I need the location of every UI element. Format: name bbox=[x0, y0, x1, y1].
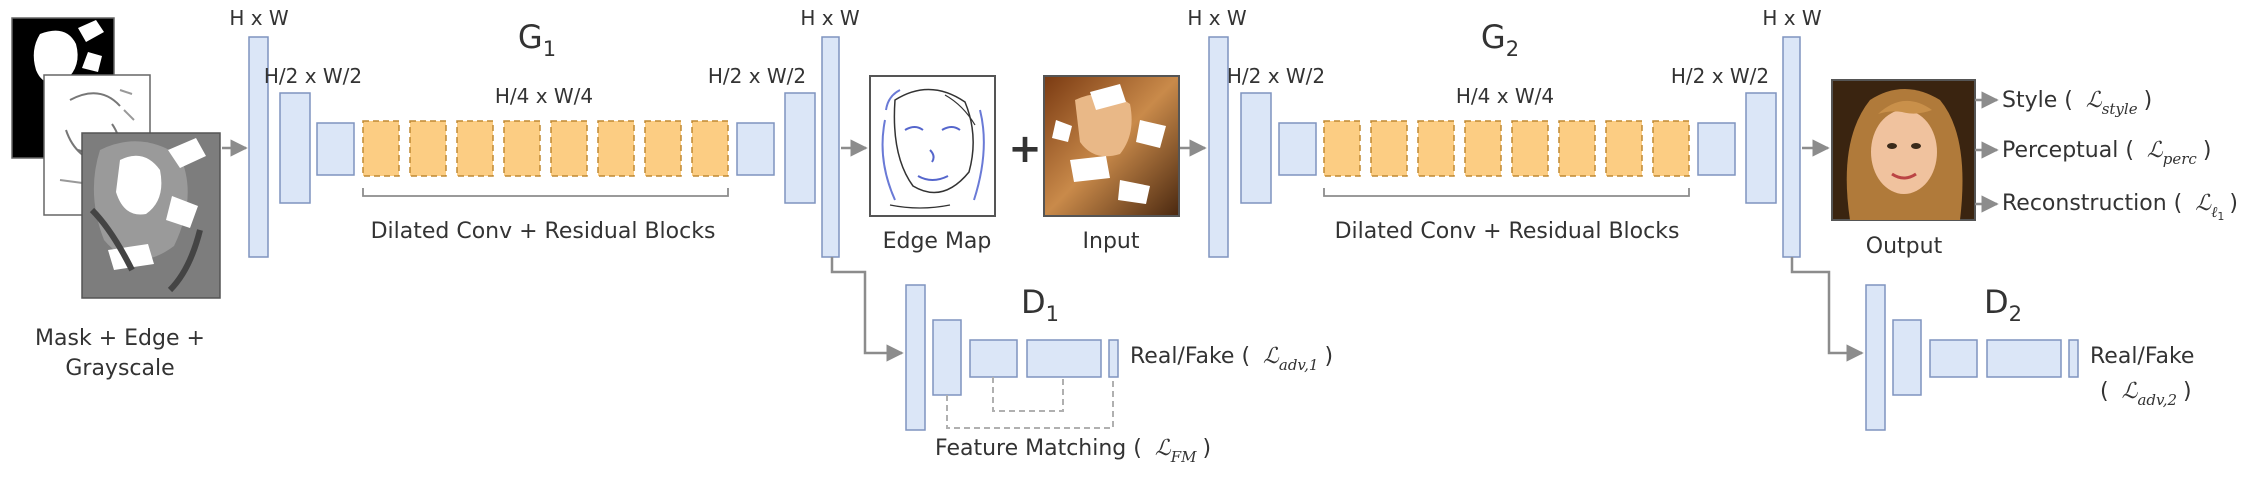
g1-residual-blocks bbox=[362, 120, 729, 177]
g1-residual-block bbox=[456, 120, 494, 177]
style-loss-label: Style ( ℒstyle) bbox=[2002, 88, 2152, 118]
discriminator-d1: D1 Real/Fake ( ℒadv,1) Feature Matching … bbox=[830, 257, 1333, 466]
g1-up-size: H/2 x W/2 bbox=[708, 64, 806, 88]
g2-mid-size: H/4 x W/4 bbox=[1456, 84, 1554, 108]
edge-map: Edge Map bbox=[869, 75, 996, 254]
g2-title: G2 bbox=[1481, 18, 1519, 61]
g1-mid-size: H/4 x W/4 bbox=[495, 84, 593, 108]
g2-up-block bbox=[1745, 92, 1777, 204]
g2-residual-block bbox=[1558, 120, 1596, 177]
g1-in-size: H x W bbox=[229, 6, 289, 30]
d2-title: D2 bbox=[1984, 283, 2022, 326]
d2-block-1 bbox=[1865, 284, 1886, 431]
g2-in-size: H x W bbox=[1187, 6, 1247, 30]
d1-title: D1 bbox=[1021, 283, 1059, 326]
arrow-g1-to-d1 bbox=[830, 257, 904, 362]
grayscale-image bbox=[81, 132, 221, 299]
g2-residual-block bbox=[1464, 120, 1502, 177]
g2-residual-bracket bbox=[1323, 188, 1690, 197]
g1-caption: Dilated Conv + Residual Blocks bbox=[371, 219, 716, 244]
inputs-label-line1: Mask + Edge + bbox=[35, 326, 205, 351]
g1-input-block bbox=[248, 36, 269, 258]
g2-output-block bbox=[1782, 36, 1801, 258]
perceptual-loss-label: Perceptual ( ℒperc) bbox=[2002, 138, 2211, 168]
g1-residual-block bbox=[644, 120, 682, 177]
output-label: Output bbox=[1866, 234, 1943, 259]
discriminator-d2: D2 Real/Fake ( ℒadv,2) bbox=[1790, 257, 2194, 431]
generator-g1: G1 H x W H/2 x W/2 H/4 x W/4 Dilated Con… bbox=[229, 6, 860, 258]
input-image-label: Input bbox=[1083, 229, 1140, 254]
d2-block-4 bbox=[1986, 339, 2062, 378]
g1-title: G1 bbox=[518, 18, 556, 61]
edge-map-label: Edge Map bbox=[883, 229, 992, 254]
d2-output-line2: ( ℒadv,2) bbox=[2100, 379, 2192, 409]
g1-residual-bracket bbox=[362, 188, 729, 197]
d1-block-3 bbox=[969, 339, 1018, 378]
g2-down-size: H/2 x W/2 bbox=[1227, 64, 1325, 88]
g1-residual-block bbox=[550, 120, 588, 177]
d1-block-1 bbox=[905, 284, 926, 431]
g2-down2-block bbox=[1278, 122, 1317, 176]
g2-out-size: H x W bbox=[1762, 6, 1822, 30]
d2-block-2 bbox=[1892, 319, 1922, 396]
g1-up-block bbox=[784, 92, 816, 204]
g2-residual-block bbox=[1323, 120, 1361, 177]
d1-block-5 bbox=[1108, 339, 1119, 378]
d1-output-label: Real/Fake ( ℒadv,1) bbox=[1130, 344, 1333, 374]
reconstruction-loss-label: Reconstruction ( ℒℓ1) bbox=[2002, 191, 2238, 223]
generator-g2: G2 H x W H/2 x W/2 H/4 x W/4 Dilated Con… bbox=[1187, 6, 1822, 258]
d2-block-3 bbox=[1929, 339, 1978, 378]
g1-down-size: H/2 x W/2 bbox=[264, 64, 362, 88]
d2-output-line1: Real/Fake bbox=[2090, 344, 2194, 369]
g2-residual-block bbox=[1605, 120, 1643, 177]
d1-block-2 bbox=[932, 319, 962, 396]
g2-up-size: H/2 x W/2 bbox=[1671, 64, 1769, 88]
feature-matching-label: Feature Matching ( ℒFM) bbox=[935, 436, 1211, 466]
g1-residual-block bbox=[597, 120, 635, 177]
g2-residual-block bbox=[1417, 120, 1455, 177]
g1-residual-block bbox=[691, 120, 729, 177]
g2-residual-block bbox=[1511, 120, 1549, 177]
g1-residual-block bbox=[409, 120, 447, 177]
g2-input-block bbox=[1208, 36, 1229, 258]
plus-sign: + bbox=[1008, 126, 1042, 172]
g1-down-block bbox=[279, 92, 311, 204]
g1-output-block bbox=[821, 36, 840, 258]
input-stack: Mask + Edge + Grayscale bbox=[11, 17, 221, 381]
d2-block-5 bbox=[2068, 339, 2079, 378]
d1-block-4 bbox=[1026, 339, 1102, 378]
inputs-label-line2: Grayscale bbox=[65, 356, 174, 381]
g1-residual-block bbox=[503, 120, 541, 177]
g2-down-block bbox=[1240, 92, 1272, 204]
loss-list: Style ( ℒstyle) Perceptual ( ℒperc) Reco… bbox=[1975, 88, 2238, 223]
output-image: Output bbox=[1831, 79, 1976, 259]
d1-feature-matching-lines bbox=[946, 377, 1114, 429]
g1-down2-block bbox=[316, 122, 355, 176]
g2-caption: Dilated Conv + Residual Blocks bbox=[1335, 219, 1680, 244]
g2-residual-block bbox=[1652, 120, 1690, 177]
g1-up2-block bbox=[736, 122, 775, 176]
g1-residual-block bbox=[362, 120, 400, 177]
input-image: Input bbox=[1043, 75, 1180, 254]
g2-residual-blocks bbox=[1323, 120, 1690, 177]
g2-up2-block bbox=[1697, 122, 1736, 176]
g2-residual-block bbox=[1370, 120, 1408, 177]
arrow-g2-to-d2 bbox=[1790, 257, 1864, 362]
g1-out-size: H x W bbox=[800, 6, 860, 30]
